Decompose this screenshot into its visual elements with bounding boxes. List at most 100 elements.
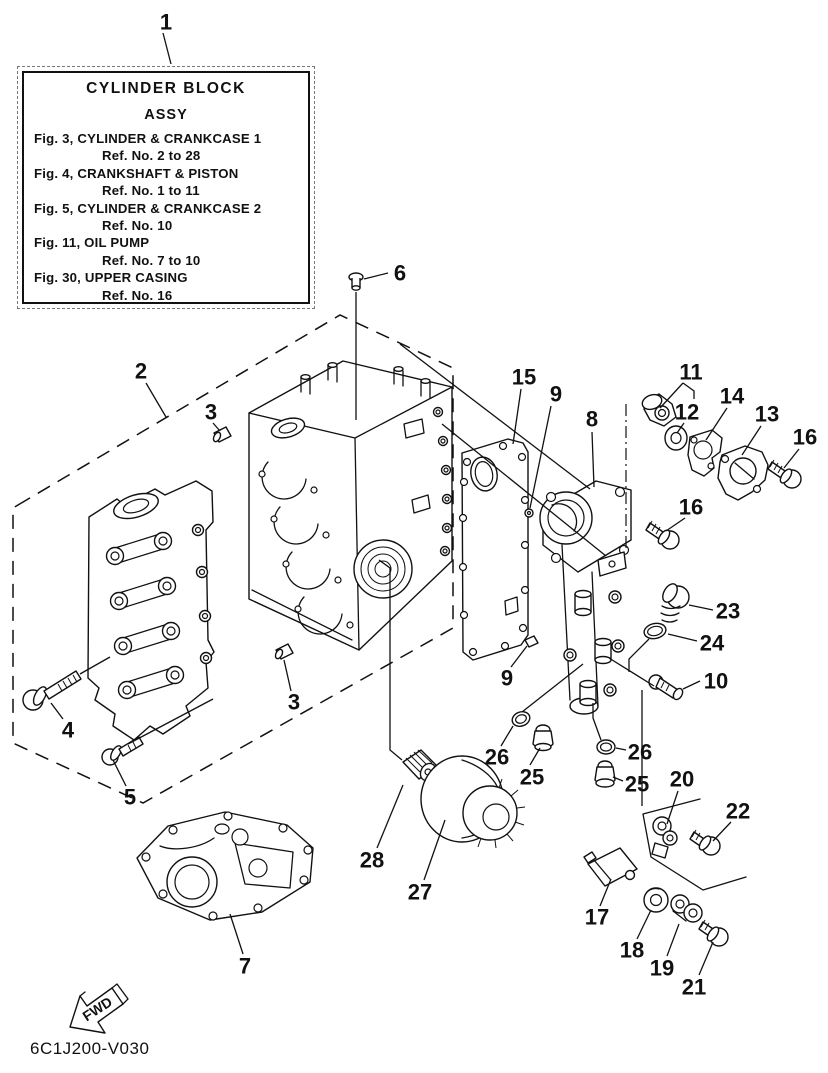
callout-22: 22 bbox=[726, 799, 750, 824]
callout-26a: 26 bbox=[485, 745, 509, 770]
clamp-19-drawing bbox=[670, 894, 703, 923]
assembly-reference-lines bbox=[79, 292, 655, 806]
anode-17-drawing bbox=[583, 847, 638, 887]
leader-28 bbox=[376, 784, 404, 849]
info-box-title: CYLINDER BLOCK bbox=[86, 80, 246, 97]
callout-28: 28 bbox=[360, 848, 384, 873]
callout-9a: 9 bbox=[550, 382, 562, 407]
callout-19: 19 bbox=[650, 956, 674, 981]
leader-8 bbox=[591, 431, 595, 488]
leader-22 bbox=[712, 821, 732, 842]
info-fig-line-3: Fig. 11, OIL PUMP bbox=[34, 235, 150, 251]
leader-23 bbox=[688, 604, 714, 611]
thermostat-seal-drawing bbox=[664, 425, 688, 451]
o-ring-26a-drawing bbox=[511, 711, 531, 727]
callout-3a: 3 bbox=[205, 400, 217, 425]
o-ring-26b-drawing bbox=[596, 739, 616, 755]
bolt-4-drawing bbox=[22, 670, 82, 711]
info-ref-line-1: Ref. No. 1 to 11 bbox=[102, 183, 200, 199]
callout-11: 11 bbox=[679, 360, 702, 385]
callout-16b: 16 bbox=[679, 495, 703, 520]
plug-25a-drawing bbox=[532, 724, 554, 752]
leader-25a bbox=[529, 747, 541, 766]
leader-17 bbox=[599, 878, 612, 907]
assembly-dashed-outline bbox=[12, 314, 454, 804]
oil-filter-fitting-drawing bbox=[402, 749, 438, 782]
leader-2 bbox=[145, 382, 167, 418]
leader-18 bbox=[636, 909, 652, 940]
bolt-22-drawing bbox=[689, 829, 721, 856]
thermostat-drawing bbox=[641, 393, 677, 427]
plug-25b-drawing bbox=[594, 760, 616, 788]
callout-5: 5 bbox=[124, 785, 136, 810]
bolt-21-drawing bbox=[698, 919, 729, 947]
leader-26b bbox=[615, 747, 627, 751]
callout-4: 4 bbox=[62, 718, 75, 743]
bolt-5-drawing bbox=[101, 736, 144, 766]
callout-21: 21 bbox=[682, 975, 706, 1000]
thermostat-gasket-drawing bbox=[687, 429, 723, 477]
info-box-subtitle: ASSY bbox=[144, 107, 188, 123]
leader-3b bbox=[283, 659, 292, 692]
callout-1: 1 bbox=[160, 10, 172, 35]
info-ref-line-2: Ref. No. 10 bbox=[102, 218, 173, 234]
info-box: CYLINDER BLOCK ASSY Fig. 3, CYLINDER & C… bbox=[17, 66, 315, 309]
blind-plug-6-drawing bbox=[348, 272, 364, 291]
callout-14: 14 bbox=[720, 384, 745, 409]
leader-13 bbox=[741, 425, 762, 456]
callout-2: 2 bbox=[135, 359, 147, 384]
leader-11-1 bbox=[682, 382, 695, 399]
callout-10: 10 bbox=[704, 669, 728, 694]
cylinder-block-drawing bbox=[248, 360, 453, 651]
callout-7: 7 bbox=[239, 954, 251, 979]
leader-21 bbox=[698, 941, 714, 976]
oil-filter-drawing bbox=[420, 755, 526, 849]
leader-15 bbox=[512, 388, 522, 445]
leader-16a bbox=[783, 448, 800, 469]
leader-27 bbox=[423, 819, 446, 881]
info-ref-line-4: Ref. No. 16 bbox=[102, 287, 173, 303]
info-fig-line-1: Fig. 4, CRANKSHAFT & PISTON bbox=[34, 165, 239, 181]
leader-9a bbox=[529, 405, 552, 509]
info-box-inner: CYLINDER BLOCK ASSY Fig. 3, CYLINDER & C… bbox=[22, 71, 310, 304]
callout-25b: 25 bbox=[625, 772, 649, 797]
leader-20 bbox=[666, 790, 679, 825]
callout-24: 24 bbox=[700, 631, 725, 656]
callout-8: 8 bbox=[586, 407, 598, 432]
leader-11 bbox=[659, 382, 684, 409]
leader-10 bbox=[682, 680, 701, 690]
fwd-arrow: FWD bbox=[69, 983, 129, 1034]
info-fig-line-4: Fig. 30, UPPER CASING bbox=[34, 270, 188, 286]
callout-9b: 9 bbox=[501, 666, 513, 691]
o-ring-24-drawing bbox=[643, 622, 667, 640]
gasket-plate-drawing bbox=[458, 438, 530, 661]
dowel-pin-3a-drawing bbox=[212, 426, 232, 443]
callout-12: 12 bbox=[675, 400, 699, 425]
callout-15: 15 bbox=[512, 365, 536, 390]
info-fig-line-0: Fig. 3, CYLINDER & CRANKCASE 1 bbox=[34, 131, 262, 146]
callout-17: 17 bbox=[585, 905, 609, 930]
leader-25b bbox=[612, 776, 624, 782]
callout-16a: 16 bbox=[793, 425, 817, 450]
dowel-pin-9a-drawing bbox=[524, 508, 534, 518]
callout-3b: 3 bbox=[288, 690, 300, 715]
dowel-pin-3b-drawing bbox=[274, 643, 294, 660]
callout-18: 18 bbox=[620, 938, 644, 963]
fitting-10-drawing bbox=[648, 674, 684, 701]
oil-plug-23-drawing bbox=[660, 583, 690, 623]
callout-13: 13 bbox=[755, 402, 779, 427]
callout-6: 6 bbox=[394, 261, 406, 286]
leader-12 bbox=[676, 422, 685, 434]
leader-5 bbox=[112, 759, 127, 787]
leader-4 bbox=[50, 702, 64, 720]
cover-bolt-16a-drawing bbox=[767, 459, 802, 489]
leader-24 bbox=[667, 633, 698, 642]
clamp-20-drawing bbox=[651, 816, 678, 859]
callout-20: 20 bbox=[670, 767, 694, 792]
callout-23: 23 bbox=[716, 599, 740, 624]
leader-1 bbox=[162, 32, 172, 65]
